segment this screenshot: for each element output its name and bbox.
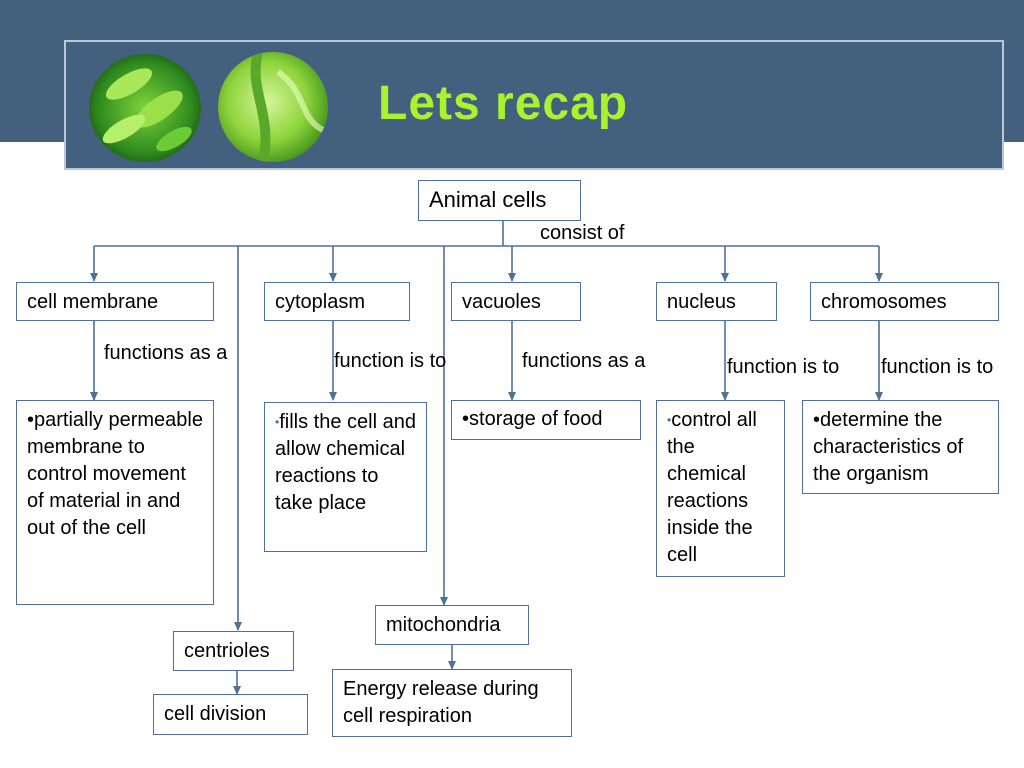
- relation-nucleus: function is to: [727, 356, 840, 378]
- function-cytoplasm-text: fills the cell and allow chemical reacti…: [275, 411, 416, 514]
- node-nucleus-label: nucleus: [667, 291, 736, 313]
- bullet: •: [813, 409, 821, 431]
- slide-title: Lets recap: [378, 77, 629, 130]
- function-mitochondria-text: Energy release during cell respiration: [343, 678, 539, 727]
- node-centrioles-label: centrioles: [184, 640, 270, 662]
- function-chromosomes-text: determine the characteristics of the org…: [813, 409, 964, 485]
- node-chromosomes: chromosomes: [810, 282, 999, 321]
- function-vacuoles-text: storage of food: [469, 408, 603, 430]
- leaf-image-left: [89, 54, 201, 162]
- node-cell-membrane-label: cell membrane: [27, 291, 159, 313]
- leaf-image-right: [218, 52, 328, 162]
- relation-vacuoles: functions as a: [522, 350, 646, 372]
- node-mitochondria: mitochondria: [375, 605, 529, 645]
- function-vacuoles: •storage of food: [451, 400, 641, 440]
- function-nucleus-text: control all the chemical reactions insid…: [667, 409, 757, 566]
- node-mitochondria-label: mitochondria: [386, 614, 501, 636]
- function-chromosomes: •determine the characteristics of the or…: [802, 400, 999, 494]
- root-node-animal-cells: Animal cells: [418, 180, 581, 221]
- node-centrioles: centrioles: [173, 631, 294, 671]
- function-cell-membrane: •partially permeable membrane to control…: [16, 400, 214, 605]
- node-chromosomes-label: chromosomes: [821, 291, 947, 313]
- node-nucleus: nucleus: [656, 282, 777, 321]
- relation-consist-of: consist of: [540, 222, 625, 244]
- function-cytoplasm: •fills the cell and allow chemical react…: [264, 402, 427, 552]
- node-vacuoles: vacuoles: [451, 282, 581, 321]
- node-cytoplasm-label: cytoplasm: [275, 291, 366, 313]
- function-cell-membrane-text: partially permeable membrane to control …: [27, 409, 203, 539]
- relation-cytoplasm: function is to: [334, 350, 447, 372]
- function-mitochondria: Energy release during cell respiration: [332, 669, 572, 737]
- bullet: •: [462, 408, 470, 430]
- bullet: •: [275, 415, 280, 429]
- node-cytoplasm: cytoplasm: [264, 282, 410, 321]
- bullet: •: [27, 409, 35, 431]
- function-centrioles: cell division: [153, 694, 308, 735]
- function-centrioles-text: cell division: [164, 703, 267, 725]
- root-node-label: Animal cells: [429, 187, 547, 212]
- relation-cell-membrane: functions as a: [104, 342, 228, 364]
- node-cell-membrane: cell membrane: [16, 282, 214, 321]
- function-nucleus: •control all the chemical reactions insi…: [656, 400, 785, 577]
- bullet: •: [667, 413, 672, 427]
- relation-chromosomes: function is to: [881, 356, 994, 378]
- node-vacuoles-label: vacuoles: [462, 291, 541, 313]
